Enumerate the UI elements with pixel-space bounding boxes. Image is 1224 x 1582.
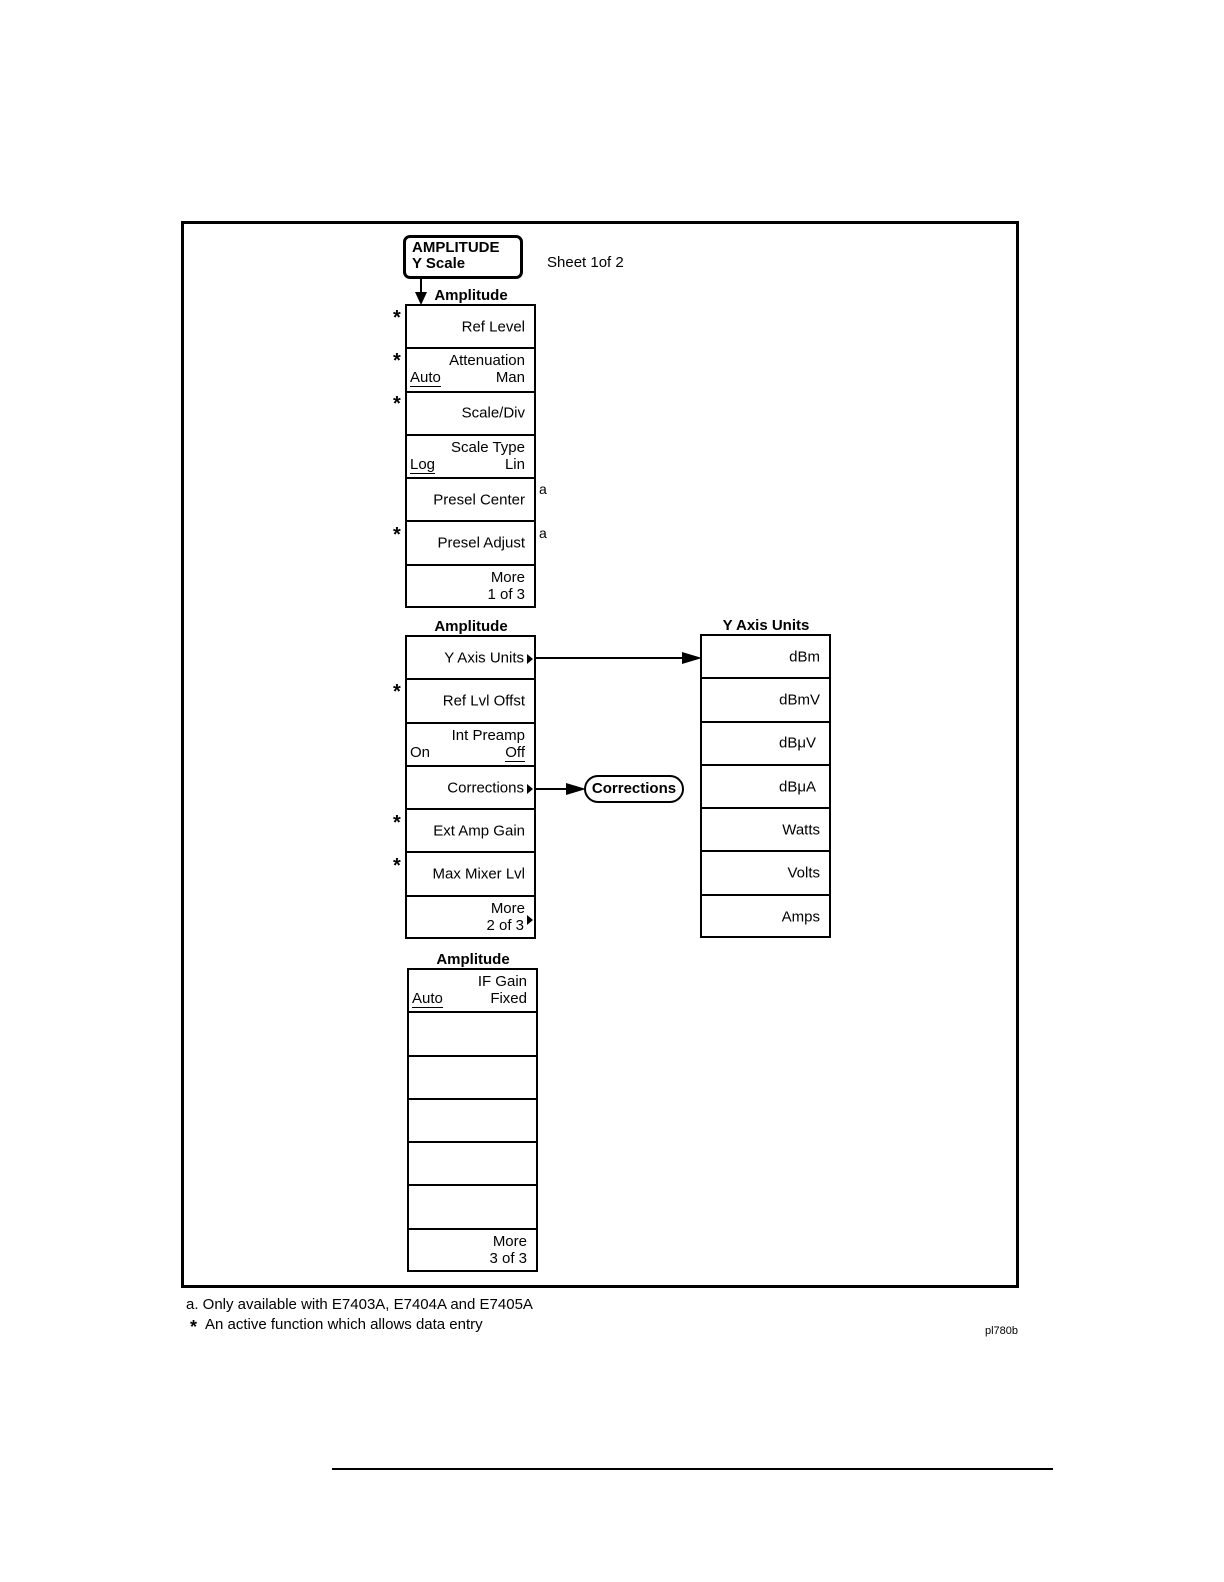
unit-volts-label: Volts: [787, 864, 820, 882]
blank-key[interactable]: [409, 1057, 536, 1100]
menu3-title: Amplitude: [436, 951, 510, 968]
y-axis-units-key[interactable]: Y Axis Units: [407, 637, 534, 681]
more-3-line1: More: [492, 1232, 527, 1250]
more-3-line2: 3 of 3: [489, 1249, 527, 1267]
presel-adjust-star: *: [393, 524, 401, 546]
y-axis-units-menu: dBm dBmV dBμV dBμA Watts Volts Amps: [700, 634, 831, 938]
attenuation-auto: Auto: [410, 369, 441, 388]
footnote-a: a. Only available with E7403A, E7404A an…: [186, 1296, 533, 1313]
ref-level-star: *: [393, 307, 401, 329]
unit-dbua-label: dBμA: [779, 778, 816, 796]
corrections-menu-node[interactable]: Corrections: [584, 775, 684, 803]
more-1-line1: More: [490, 568, 525, 586]
scale-type-label: Scale Type: [451, 438, 525, 456]
unit-dbmv-key[interactable]: dBmV: [702, 679, 829, 723]
unit-dbuv-label: dBμV: [779, 734, 816, 752]
corrections-connector-arrowhead: [566, 783, 586, 795]
more-1-line2: 1 of 3: [487, 585, 525, 603]
diagram-frame: [181, 221, 1019, 1288]
more-2-of-3-key[interactable]: More 2 of 3: [407, 897, 534, 940]
ref-lvl-offst-key[interactable]: Ref Lvl Offst: [407, 680, 534, 724]
if-gain-key[interactable]: IF Gain Auto Fixed: [409, 970, 536, 1014]
corrections-label: Corrections: [447, 779, 524, 797]
if-gain-auto: Auto: [412, 990, 443, 1008]
corrections-key[interactable]: Corrections: [407, 767, 534, 811]
unit-dbmv-label: dBmV: [779, 691, 820, 709]
attenuation-key[interactable]: Attenuation Auto Man: [407, 349, 534, 393]
presel-adjust-note: a: [539, 525, 547, 541]
submenu-arrow-icon: [527, 654, 533, 664]
scale-div-star: *: [393, 393, 401, 415]
hardkey-connector-arrowhead: [415, 292, 427, 305]
menu1-title: Amplitude: [434, 287, 508, 304]
unit-amps-label: Amps: [781, 908, 820, 926]
menu2: Y Axis Units Ref Lvl Offst Int Preamp On…: [405, 635, 536, 939]
footnote-star-symbol: *: [190, 1317, 198, 1337]
footnote-star: An active function which allows data ent…: [205, 1316, 483, 1333]
unit-volts-key[interactable]: Volts: [702, 852, 829, 896]
sheet-label: Sheet 1of 2: [547, 254, 624, 271]
attenuation-label: Attenuation: [449, 352, 525, 370]
unit-watts-label: Watts: [782, 821, 820, 839]
attenuation-man: Man: [495, 369, 525, 387]
hardkey-line1: AMPLITUDE: [412, 239, 500, 256]
max-mixer-lvl-key[interactable]: Max Mixer Lvl: [407, 853, 534, 897]
ref-lvl-offst-star: *: [393, 681, 401, 703]
ext-amp-gain-key[interactable]: Ext Amp Gain: [407, 810, 534, 854]
unit-dbm-key[interactable]: dBm: [702, 636, 829, 680]
unit-watts-key[interactable]: Watts: [702, 809, 829, 853]
amplitude-hardkey[interactable]: AMPLITUDE Y Scale: [403, 235, 523, 279]
blank-key[interactable]: [409, 1143, 536, 1187]
ext-amp-gain-label: Ext Amp Gain: [433, 822, 525, 840]
blank-key[interactable]: [409, 1100, 536, 1144]
more-3-of-3-key[interactable]: More 3 of 3: [409, 1230, 536, 1273]
more-2-line1: More: [490, 899, 525, 917]
unit-dbm-label: dBm: [789, 648, 820, 666]
unit-amps-key[interactable]: Amps: [702, 896, 829, 939]
blank-key[interactable]: [409, 1186, 536, 1230]
hardkey-line2: Y Scale: [412, 255, 466, 272]
menu2-title: Amplitude: [434, 618, 508, 635]
ext-amp-gain-star: *: [393, 812, 401, 834]
more-1-of-3-key[interactable]: More 1 of 3: [407, 566, 534, 609]
units-menu-title: Y Axis Units: [722, 617, 810, 634]
max-mixer-lvl-label: Max Mixer Lvl: [432, 865, 525, 883]
int-preamp-on: On: [410, 743, 431, 761]
ref-lvl-offst-label: Ref Lvl Offst: [442, 692, 525, 710]
submenu-arrow-icon: [527, 783, 533, 794]
presel-adjust-label: Presel Adjust: [437, 534, 525, 552]
y-axis-units-label: Y Axis Units: [444, 649, 524, 667]
if-gain-fixed: Fixed: [490, 990, 527, 1007]
blank-key[interactable]: [409, 1013, 536, 1057]
submenu-arrow-icon: [527, 914, 533, 925]
y-axis-units-connector-arrowhead: [682, 652, 702, 664]
max-mixer-lvl-star: *: [393, 855, 401, 877]
attenuation-star: *: [393, 350, 401, 372]
menu3: IF Gain Auto Fixed More 3 of 3: [407, 968, 538, 1272]
unit-dbuv-key[interactable]: dBμV: [702, 723, 829, 766]
scale-type-log: Log: [410, 455, 436, 474]
presel-center-label: Presel Center: [433, 491, 525, 509]
int-preamp-label: Int Preamp: [451, 726, 525, 744]
ref-level-label: Ref Level: [461, 318, 525, 336]
scale-div-key[interactable]: Scale/Div: [407, 393, 534, 436]
scale-div-label: Scale/Div: [461, 404, 525, 422]
more-2-line2: 2 of 3: [486, 916, 524, 934]
ref-level-key[interactable]: Ref Level: [407, 306, 534, 350]
presel-center-key[interactable]: Presel Center: [407, 479, 534, 523]
figure-id: pl780b: [985, 1325, 1019, 1337]
int-preamp-off: Off: [505, 743, 525, 762]
scale-type-lin: Lin: [504, 455, 525, 473]
unit-dbua-key[interactable]: dBμA: [702, 766, 829, 810]
int-preamp-key[interactable]: Int Preamp On Off: [407, 724, 534, 767]
presel-adjust-key[interactable]: Presel Adjust: [407, 522, 534, 566]
if-gain-label: IF Gain: [477, 973, 527, 990]
presel-center-note: a: [539, 481, 547, 497]
menu1: Ref Level Attenuation Auto Man Scale/Div…: [405, 304, 536, 608]
scale-type-key[interactable]: Scale Type Log Lin: [407, 436, 534, 480]
